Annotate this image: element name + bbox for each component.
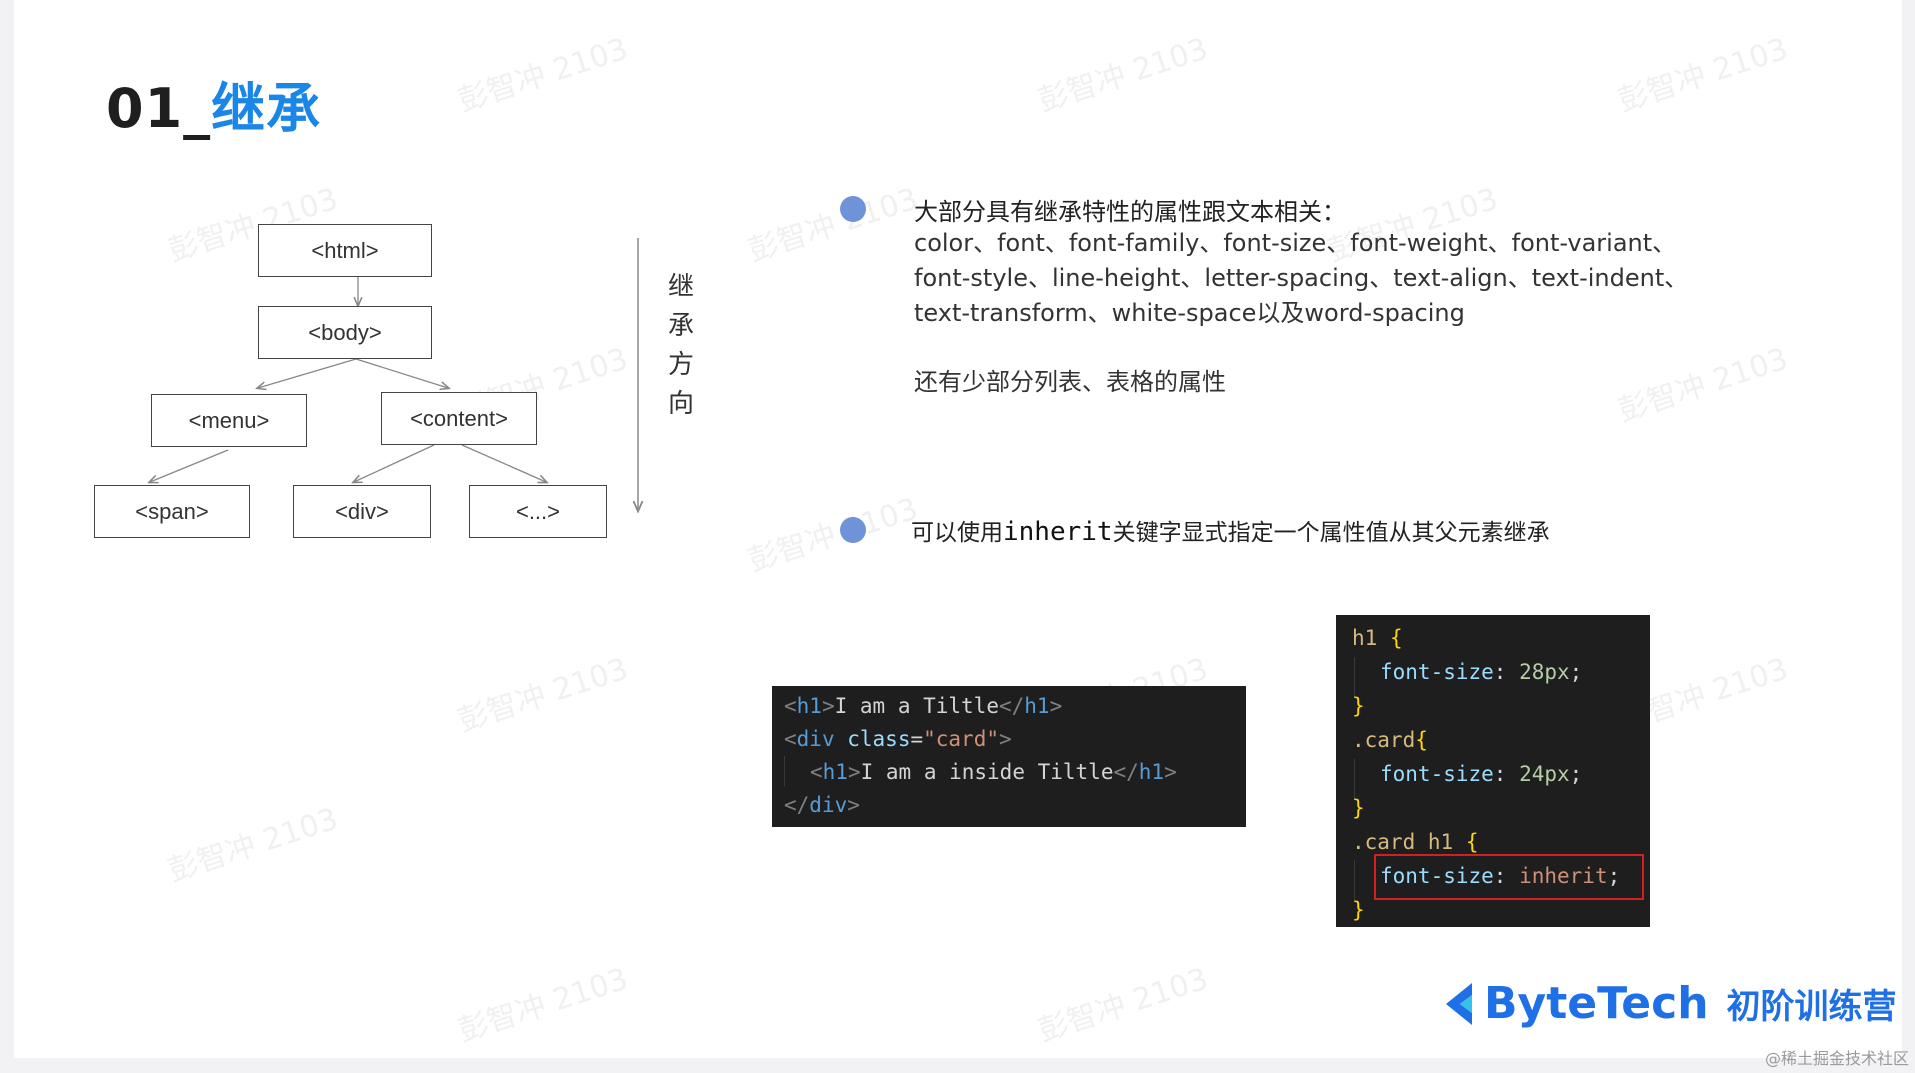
bullet-1-property-list: color、font、font-family、font-size、font-we…: [914, 229, 1689, 327]
css-rule-3-selector: .card h1 {: [1352, 830, 1479, 854]
watermark: 彭智冲 2103: [1613, 31, 1793, 120]
bytetech-chevron-icon: [1446, 982, 1472, 1025]
css-rule-3-close: }: [1352, 898, 1365, 922]
tree-node-html: <html>: [258, 224, 432, 277]
html-code-line-1: <h1>I am a Tiltle</h1>: [784, 694, 1063, 718]
html-code-line-4: </div>: [784, 793, 860, 817]
tree-node-div: <div>: [293, 485, 431, 538]
tree-node-span: <span>: [94, 485, 250, 538]
title-text: 继承: [211, 77, 322, 140]
css-rule-3-declaration: font-size: inherit;: [1380, 864, 1621, 888]
tree-node-content: <content>: [381, 392, 537, 445]
watermark: 彭智冲 2103: [163, 801, 343, 890]
title-number: 01_: [106, 77, 212, 140]
inherit-highlight-box: [1374, 854, 1644, 900]
page-title: 01_继承: [106, 64, 321, 143]
css-rule-1-close: }: [1352, 694, 1365, 718]
bullet-1-extra: 还有少部分列表、表格的属性: [914, 368, 1226, 396]
bullet-dot-icon: [840, 196, 866, 222]
inheritance-tree-diagram: <html> <body> <menu> <content> <span> <d…: [14, 0, 714, 560]
source-credit: @稀土掘金技术社区: [1764, 1049, 1909, 1068]
watermark: 彭智冲 2103: [453, 651, 633, 740]
bullet-2-suffix: 关键字显式指定一个属性值从其父元素继承: [1112, 520, 1550, 546]
indent-guide: [1354, 759, 1355, 799]
bullet-dot-icon: [840, 517, 866, 543]
css-rule-2-close: }: [1352, 796, 1365, 820]
bullet-2-prefix: 可以使用: [911, 520, 1003, 546]
css-rule-1-declaration: font-size: 28px;: [1380, 660, 1583, 684]
tree-node-etc: <...>: [469, 485, 607, 538]
watermark: 彭智冲 2103: [743, 491, 923, 580]
indent-guide: [1354, 860, 1355, 900]
watermark: 彭智冲 2103: [1613, 341, 1793, 430]
inherit-keyword: inherit: [1003, 517, 1113, 547]
watermark: 彭智冲 2103: [1033, 31, 1213, 120]
bytetech-logo: ByteTech 初阶训练营: [1442, 978, 1897, 1029]
tree-node-body: <body>: [258, 306, 432, 359]
watermark: 彭智冲 2103: [453, 961, 633, 1050]
inheritance-direction-label: 继承方向: [667, 272, 694, 419]
indent-guide: [1354, 657, 1355, 697]
html-code-line-2: <div class="card">: [784, 727, 1012, 751]
bullet-2-text: 可以使用inherit关键字显式指定一个属性值从其父元素继承: [911, 513, 1550, 547]
watermark: 彭智冲 2103: [743, 181, 923, 270]
css-rule-1-selector: h1 {: [1352, 626, 1403, 650]
tree-node-menu: <menu>: [151, 394, 307, 447]
brand-subtitle: 初阶训练营: [1726, 987, 1897, 1027]
css-rule-2-declaration: font-size: 24px;: [1380, 762, 1583, 786]
bullet-1-heading: 大部分具有继承特性的属性跟文本相关：: [914, 198, 1346, 226]
indent-guide: [784, 756, 785, 786]
watermark: 彭智冲 2103: [1033, 961, 1213, 1050]
brand-name: ByteTech: [1484, 978, 1709, 1029]
css-code-panel: h1 { font-size: 28px; } .card{ font-size…: [1336, 615, 1650, 927]
css-rule-2-selector: .card{: [1352, 728, 1428, 752]
html-code-panel: <h1>I am a Tiltle</h1> <div class="card"…: [772, 686, 1246, 827]
slide: 彭智冲 2103 彭智冲 2103 彭智冲 2103 彭智冲 2103 彭智冲 …: [14, 0, 1902, 1058]
html-code-line-3: <h1>I am a inside Tiltle</h1>: [810, 760, 1177, 784]
tree-connectors: [14, 238, 714, 560]
